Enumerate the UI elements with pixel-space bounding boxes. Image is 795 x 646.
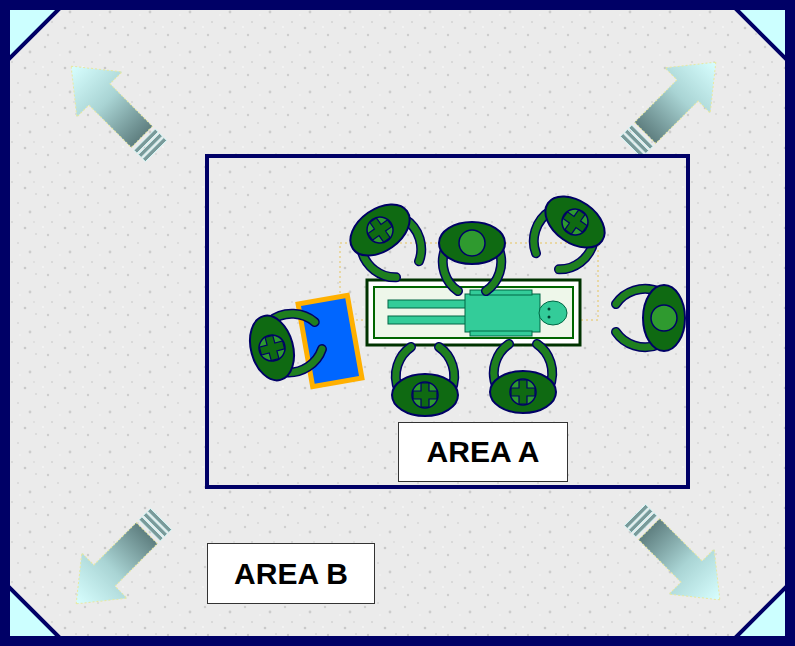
staff-member xyxy=(439,222,505,291)
instrument-tray xyxy=(298,295,362,386)
exit-arrow xyxy=(612,492,742,622)
area-label: AREA B xyxy=(207,543,375,604)
area-label: AREA A xyxy=(398,422,568,482)
inner-area: AREA A xyxy=(205,154,690,489)
staff-member xyxy=(520,186,614,280)
exit-arrow xyxy=(49,44,179,174)
staff-member xyxy=(392,347,458,416)
exit-arrow xyxy=(608,40,738,170)
surgical-staff xyxy=(243,186,685,416)
operating-table xyxy=(367,280,580,345)
staff-member xyxy=(490,344,556,413)
exit-arrows xyxy=(49,40,743,627)
exit-arrow xyxy=(54,496,184,626)
outer-frame xyxy=(5,5,790,641)
staff-member xyxy=(341,194,435,288)
staff-member xyxy=(243,304,327,386)
staff-member xyxy=(616,285,685,351)
corner-marks xyxy=(6,6,789,640)
